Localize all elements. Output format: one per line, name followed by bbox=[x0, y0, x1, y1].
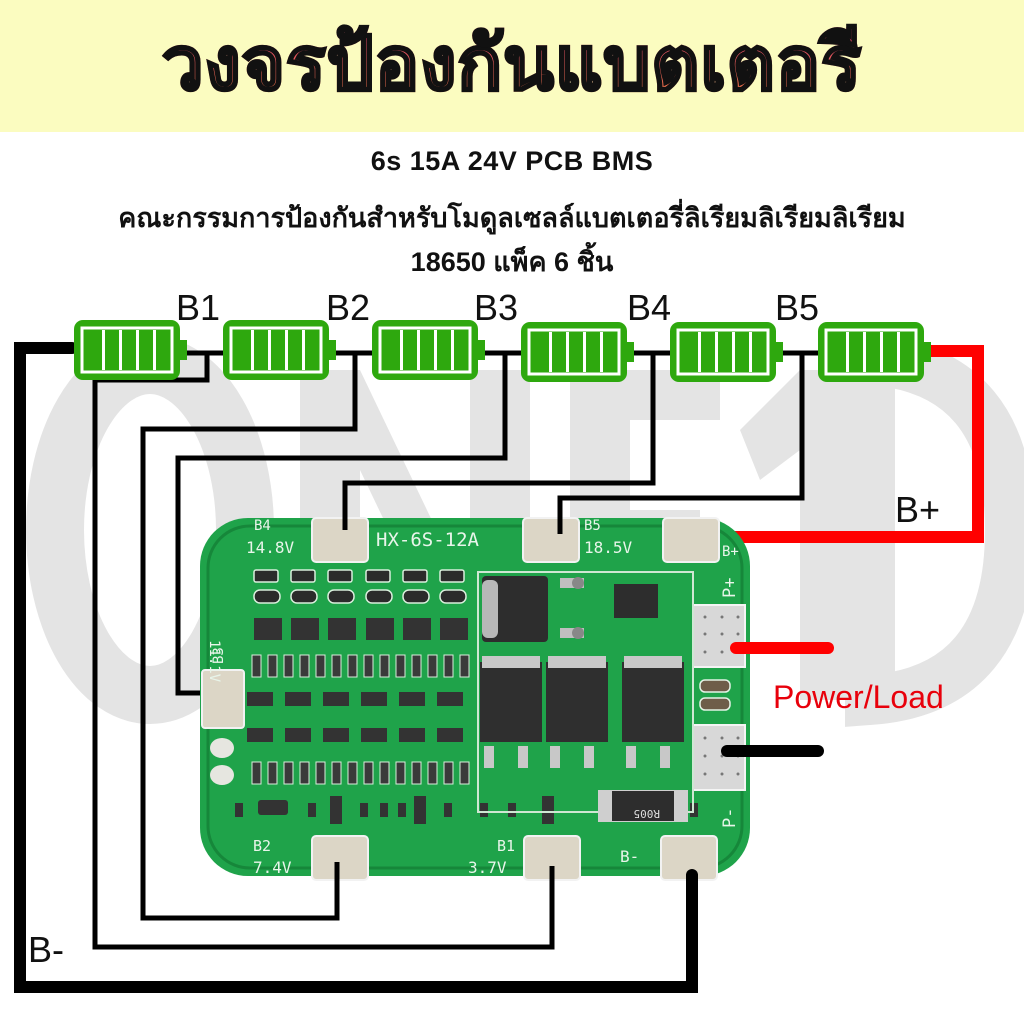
resistor-row-2 bbox=[251, 654, 470, 678]
pcb-model-label: HX-6S-12A bbox=[376, 529, 480, 551]
pcb-label-b1: B1 bbox=[497, 837, 515, 855]
pad-b4 bbox=[311, 517, 369, 563]
pcb-voltage-b1: 3.7V bbox=[468, 858, 507, 877]
pcb-label-b2: B2 bbox=[253, 837, 271, 855]
pcb-label-b5: B5 bbox=[584, 518, 601, 534]
pad-b-plus bbox=[662, 517, 720, 563]
pcb-label-p-minus: P- bbox=[720, 808, 740, 828]
pcb-label-b-plus: B+ bbox=[722, 544, 739, 560]
pcb-voltage-b5: 18.5V bbox=[584, 538, 633, 557]
node-label-b5: B5 bbox=[775, 287, 819, 328]
resistor-row-3 bbox=[251, 761, 470, 785]
bms-pcb: HX-6S-12A B4 14.8V B5 18.5V B+ P+ P- B2 … bbox=[200, 517, 750, 881]
pad-p-plus bbox=[692, 604, 746, 668]
regulator-ic bbox=[482, 576, 548, 642]
pad-p-minus bbox=[692, 724, 746, 791]
b-minus-label: B- bbox=[28, 929, 64, 970]
battery-cell-2 bbox=[223, 320, 336, 380]
banner-title: วงจรป้องกันแบตเตอรี bbox=[161, 21, 863, 107]
pcb-label-b4: B4 bbox=[254, 518, 271, 534]
diode-smd bbox=[614, 584, 658, 618]
node-label-b3: B3 bbox=[474, 287, 518, 328]
b-plus-wire bbox=[695, 345, 984, 543]
pcb-voltage-b3: 11.1V bbox=[206, 640, 222, 683]
pcb-voltage-b4: 14.8V bbox=[246, 538, 295, 557]
b-plus-label: B+ bbox=[895, 489, 940, 530]
smd-resistor-rows bbox=[253, 569, 467, 604]
protection-ic-row bbox=[254, 618, 468, 640]
node-label-b2: B2 bbox=[326, 287, 370, 328]
shunt-resistor bbox=[612, 791, 674, 821]
product-description: คณะกรรมการป้องกันสำหรับโมดูลเซลล์แบตเตอร… bbox=[118, 203, 906, 233]
battery-cells bbox=[74, 320, 931, 382]
product-title: 6s 15A 24V PCB BMS bbox=[370, 146, 654, 176]
shunt-marking: R005 bbox=[634, 807, 661, 820]
pad-wire-tips bbox=[334, 483, 563, 947]
pad-b2 bbox=[311, 835, 369, 881]
node-label-b4: B4 bbox=[627, 287, 671, 328]
pcb-label-b-minus: B- bbox=[620, 847, 639, 866]
pcb-label-b3: B3 bbox=[211, 647, 227, 664]
mosfet-group bbox=[480, 656, 684, 768]
transistor-rows bbox=[247, 692, 463, 742]
battery-cell-5 bbox=[670, 322, 783, 382]
power-load-label: Power/Load bbox=[773, 679, 944, 715]
pcb-label-p-plus: P+ bbox=[720, 578, 740, 598]
pcb-voltage-b2: 7.4V bbox=[253, 858, 292, 877]
node-label-b1: B1 bbox=[176, 287, 220, 328]
battery-cell-1 bbox=[74, 320, 187, 380]
battery-cell-6 bbox=[818, 322, 931, 382]
battery-cell-4 bbox=[521, 322, 634, 382]
title-banner: วงจรป้องกันแบตเตอรี bbox=[0, 0, 1024, 132]
pad-b5 bbox=[522, 517, 580, 563]
battery-cell-3 bbox=[372, 320, 485, 380]
pad-b3 bbox=[201, 669, 245, 729]
product-pack-info: 18650 แพ็ค 6 ชิ้น bbox=[410, 247, 614, 277]
